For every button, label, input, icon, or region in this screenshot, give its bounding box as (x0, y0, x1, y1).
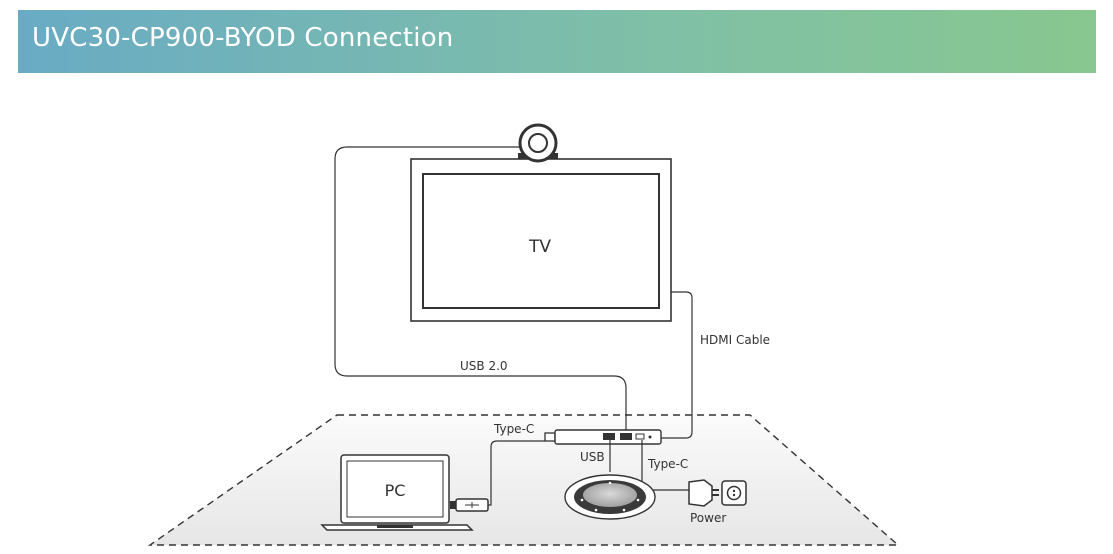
usb20-label: USB 2.0 (460, 359, 508, 373)
tv-label: TV (528, 237, 551, 257)
tv (410, 158, 672, 322)
title-banner: UVC30-CP900-BYOD Connection (18, 10, 1096, 73)
usb-hub (544, 429, 662, 445)
typec-power-label: Type-C (647, 457, 688, 471)
hdmi-label: HDMI Cable (700, 333, 770, 347)
laptop-icon (320, 454, 474, 531)
power-adapter-icon (688, 479, 719, 507)
typec-plug-icon (450, 498, 489, 512)
usb-label: USB (580, 450, 605, 464)
page-title: UVC30-CP900-BYOD Connection (32, 23, 454, 53)
typec-pc-cable (488, 440, 545, 506)
typec-pc-label: Type-C (493, 422, 534, 436)
hdmi-cable (661, 291, 693, 439)
power-label: Power (690, 511, 726, 525)
speakerphone-icon (564, 474, 656, 520)
camera-icon (518, 123, 558, 163)
wall-socket-icon (721, 480, 747, 506)
table-area (147, 414, 900, 546)
usb20-cable (334, 146, 627, 430)
pc-label: PC (385, 481, 406, 500)
